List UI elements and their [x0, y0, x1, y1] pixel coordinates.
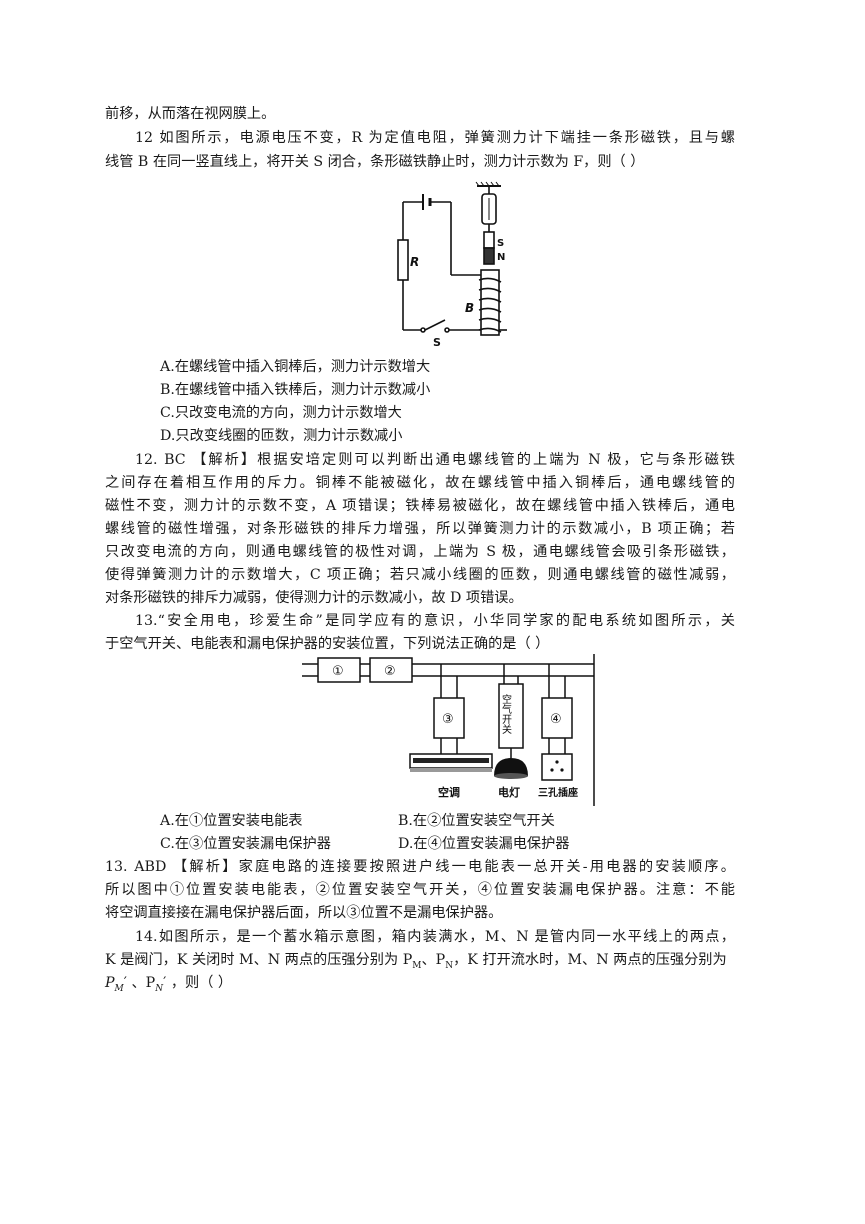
option-13-a: A.在①位置安装电能表 [160, 813, 303, 829]
paragraph-continuation: 前移，从而落在视网膜上。 [105, 106, 276, 122]
position-4-label: ④ [550, 712, 562, 727]
question-14-line-1: 14.如图所示，是一个蓄水箱示意图，箱内装满水，M、N 是管内同一水平线上的两点… [135, 929, 735, 945]
socket-icon [555, 760, 559, 764]
question-13-line-2: 于空气开关、电能表和漏电保护器的安装位置，下列说法正确的是（ ） [105, 636, 550, 652]
position-2-label: ② [384, 664, 396, 679]
label-magnet-S: S [497, 238, 504, 249]
option-13-d: D.在④位置安装漏电保护器 [398, 836, 570, 852]
position-1-label: ① [332, 664, 344, 679]
lamp-label: 电灯 [498, 785, 520, 799]
air-switch-label: 空气开关 [500, 693, 512, 735]
answer-12-line-5: 只改变电流的方向，则通电螺线管的极性对调，上端为 S 极，通电螺线管会吸引条形磁… [105, 544, 735, 560]
answer-12-line-4: 螺线管的磁性增强，对条形磁铁的排斥力增强，所以弹簧测力计的示数减小，B 项正确；… [105, 521, 735, 537]
answer-13-line-2: 所以图中①位置安装电能表，②位置安装空气开关，④位置安装漏电保护器。注意：不能 [105, 882, 735, 898]
figure-12-circuit: R B S S N [393, 180, 528, 350]
question-14-line-2: K 是阀门，K 关闭时 M、N 两点的压强分别为 PM、PN，K 打开流水时，M… [105, 952, 727, 971]
option-12-c: C.只改变电流的方向，测力计示数增大 [160, 405, 402, 421]
option-13-b: B.在②位置安装空气开关 [398, 813, 555, 829]
question-13-line-1: 13.“安全用电，珍爱生命”是同学应有的意识，小华同学家的配电系统如图所示，关 [135, 613, 735, 629]
air-conditioner-label: 空调 [438, 785, 460, 799]
answer-12-line-3: 磁性不变，测力计的示数不变，A 项错误；铁棒易被磁化，故在螺线管中插入铁棒后，通… [105, 498, 735, 514]
option-12-d: D.只改变线圈的匝数，测力计示数减小 [160, 428, 403, 444]
option-12-a: A.在螺线管中插入铜棒后，测力计示数增大 [160, 359, 431, 375]
label-R: R [410, 255, 419, 269]
answer-12-line-6: 使得弹簧测力计的示数增大，C 项正确；若只减小线圈的匝数，则通电螺线管的磁性减弱… [105, 567, 735, 583]
answer-12-line-1: 12. BC 【解析】根据安培定则可以判断出通电螺线管的上端为 N 极，它与条形… [135, 452, 735, 468]
socket-label: 三孔插座 [538, 786, 578, 799]
answer-12-line-2: 之间存在着相互作用的斥力。铜棒不能被磁化，故在螺线管中插入铜棒后，通电螺线管的 [105, 475, 735, 491]
question-12-line-2: 线管 B 在同一竖直线上，将开关 S 闭合，条形磁铁静止时，测力计示数为 F，则… [105, 154, 645, 170]
answer-12-line-7: 对条形磁铁的排斥力减弱，使得测力计的示数减小，故 D 项错误。 [105, 590, 523, 606]
position-3-label: ③ [442, 712, 454, 727]
question-12-line-1: 12 如图所示，电源电压不变，R 为定值电阻，弹簧测力计下端挂一条形磁铁，且与螺 [135, 130, 735, 146]
option-13-c: C.在③位置安装漏电保护器 [160, 836, 331, 852]
label-switch-S: S [433, 336, 441, 349]
question-14-line-3: PM′ 、PN′ ，则（ ） [105, 975, 233, 994]
figure-13-distribution: ① ② ③ ④ 空气开关 空调 电灯 三孔插座 [298, 654, 598, 806]
answer-13-line-1: 13. ABD 【解析】家庭电路的连接要按照进户线一电能表一总开关-用电器的安装… [105, 859, 735, 875]
label-magnet-N: N [497, 252, 505, 263]
answer-13-line-3: 将空调直接接在漏电保护器后面，所以③位置不是漏电保护器。 [105, 905, 503, 921]
label-B: B [465, 301, 474, 315]
lamp-icon [494, 758, 528, 776]
option-12-b: B.在螺线管中插入铁棒后，测力计示数减小 [160, 382, 431, 398]
